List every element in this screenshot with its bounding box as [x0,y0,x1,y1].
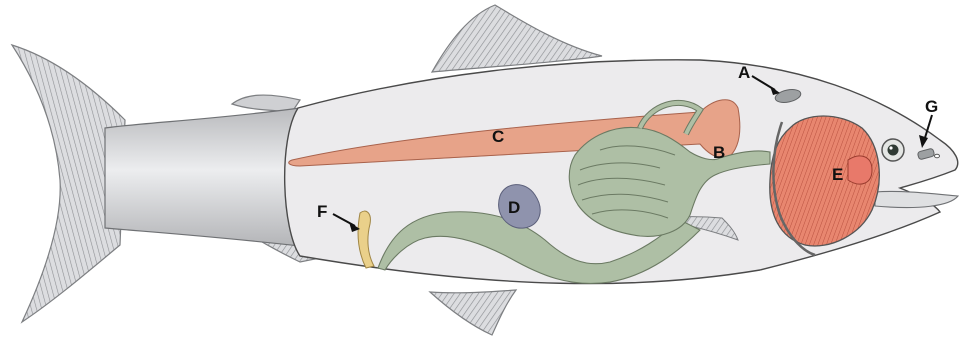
label-c: C [492,127,504,146]
pelvic-fin [430,290,516,335]
caudal-peduncle [105,108,300,246]
label-e: E [832,165,843,184]
heart [848,156,872,184]
dorsal-fin [432,5,602,72]
nostril [935,154,940,158]
eye-pupil [888,145,899,156]
label-b: B [713,143,725,162]
label-d: D [508,198,520,217]
label-a: A [738,63,750,82]
eye-highlight [889,146,892,149]
label-f: F [317,202,327,221]
label-g: G [925,97,938,116]
lower-jaw [875,191,958,207]
